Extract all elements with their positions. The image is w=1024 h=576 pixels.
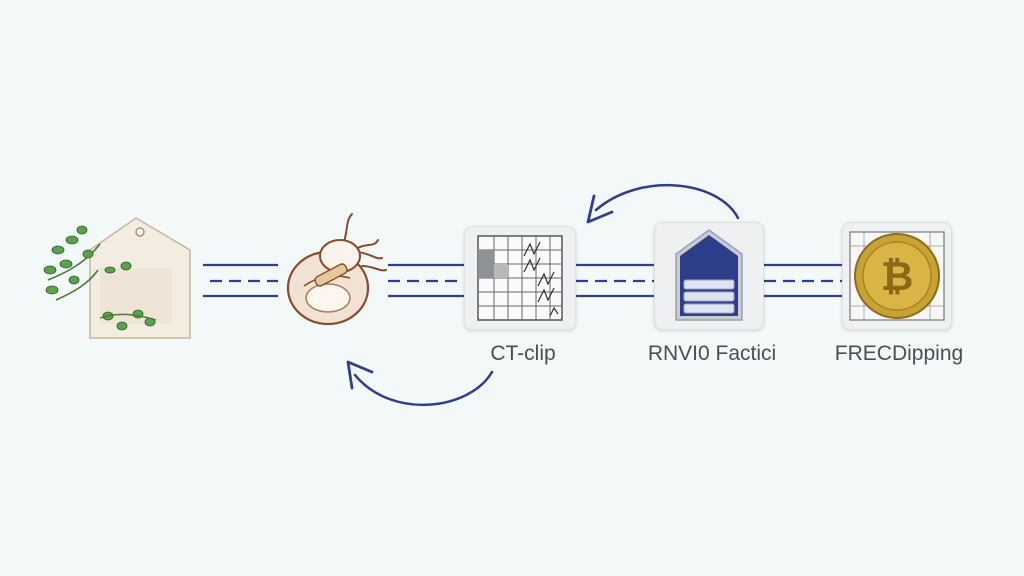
node-bug	[278, 208, 390, 334]
node-tag	[38, 210, 198, 346]
node-frec-tile: ₿	[842, 222, 952, 330]
label-frec: FRECDipping	[834, 342, 964, 365]
arrow-rnvi0-to-ctclip	[586, 183, 740, 224]
svg-text:₿: ₿	[881, 254, 914, 300]
price-tag-icon	[43, 217, 191, 339]
bitcoin-icon: ₿	[849, 231, 945, 321]
server-shield-icon	[675, 229, 743, 321]
beetle-icon	[286, 213, 387, 326]
connector-tag-bug	[203, 263, 278, 298]
connector-ctclip-rnvi0	[576, 263, 654, 298]
node-ct-clip-tile	[464, 226, 576, 330]
connector-bug-ctclip	[388, 263, 464, 298]
connector-rnvi0-frec	[764, 263, 842, 298]
arrow-ctclip-to-bug	[346, 360, 494, 406]
label-ct-clip: CT-clip	[490, 342, 556, 365]
grid-chart-icon	[477, 235, 563, 321]
label-rnvi0: RNVI0 Factici	[647, 342, 777, 365]
node-rnvi0-tile	[654, 222, 764, 330]
